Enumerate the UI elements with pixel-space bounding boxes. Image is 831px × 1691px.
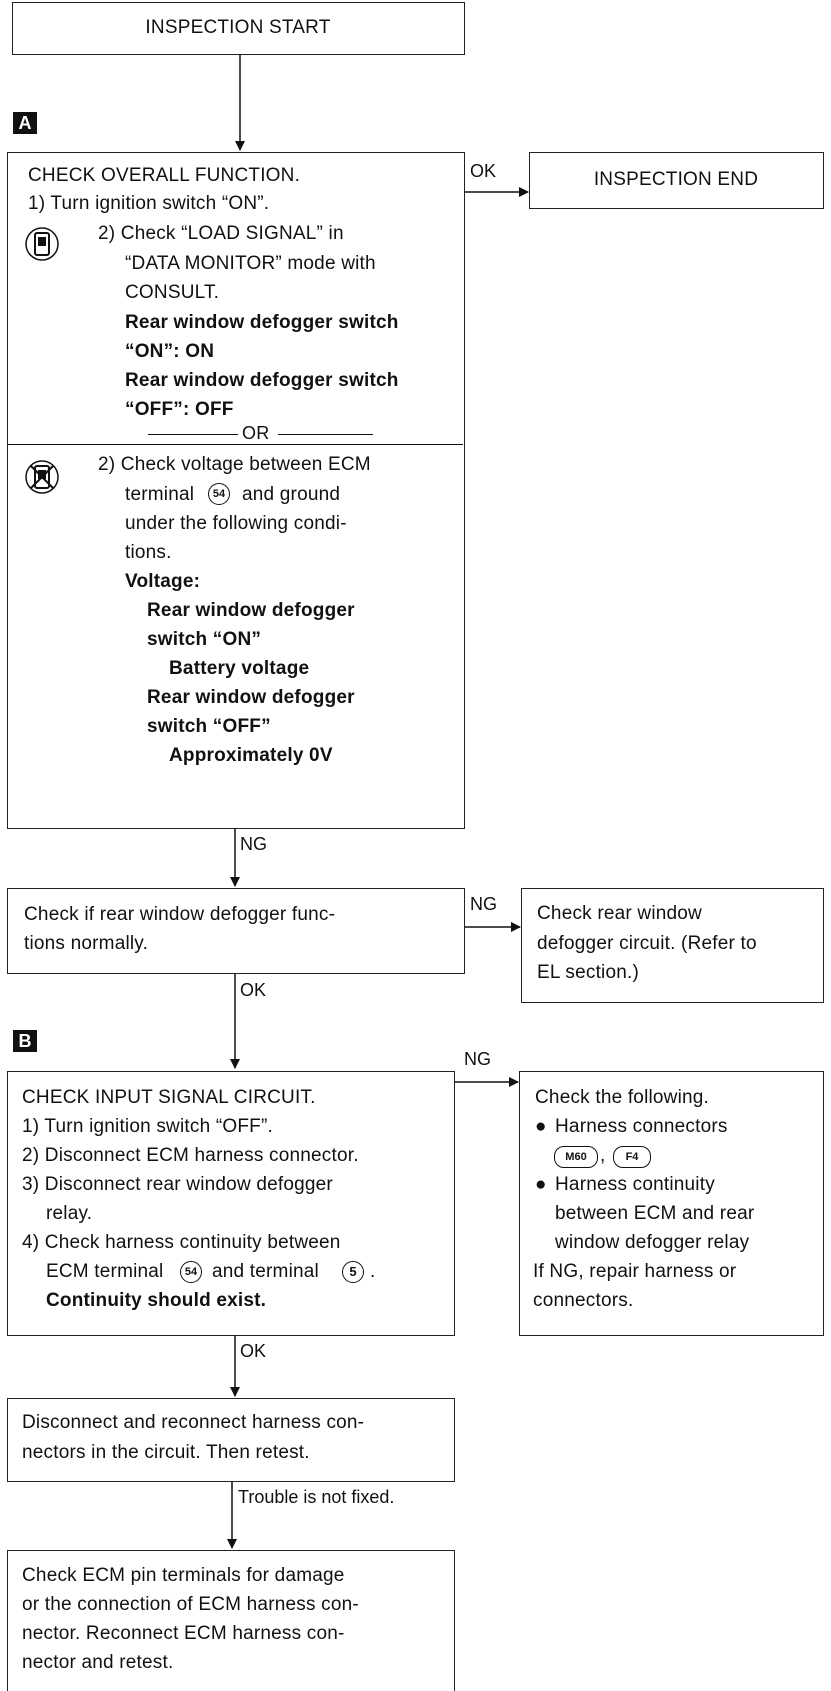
consult-line-1: 2) Check “LOAD SIGNAL” in [98,223,344,244]
no-consult-icon [25,460,59,494]
check-input-signal-box: CHECK INPUT SIGNAL CIRCUIT. 1) Turn igni… [7,1071,455,1336]
check-input-line-3: 3) Disconnect rear window defogger [22,1174,333,1195]
check-defogger-box: Check if rear window defogger func- tion… [7,888,465,974]
check-defogger-line-2: tions normally. [24,933,149,954]
final-line-2: or the connection of ECM harness con- [22,1594,359,1615]
or-divider-label: OR [242,423,270,443]
check-overall-function-box: CHECK OVERALL FUNCTION. 1) Turn ignition… [7,152,465,829]
check-input-line-4: relay. [46,1203,93,1224]
final-check-box: Check ECM pin terminals for damage or th… [7,1550,455,1691]
check-circuit-line-3: EL section.) [537,962,640,983]
or-divider-right [278,434,373,435]
voltage-bold-1: Voltage: [125,571,201,592]
consult-line-2: “DATA MONITOR” mode with [125,253,376,274]
check-input-title: CHECK INPUT SIGNAL CIRCUIT. [22,1087,316,1108]
reconnect-line-1: Disconnect and reconnect harness con- [22,1412,365,1433]
connector-f4-badge: F4 [613,1146,651,1168]
inspection-start-label: INSPECTION START [145,17,331,38]
check-input-line-1: 1) Turn ignition switch “OFF”. [22,1116,273,1137]
check-circuit-box: Check rear window defogger circuit. (Ref… [521,888,824,1003]
label-ng-2: NG [470,894,497,914]
consult-bold-1: Rear window defogger switch [125,312,399,333]
check-following-title: Check the following. [535,1087,710,1108]
check-circuit-line-2: defogger circuit. (Refer to [537,933,757,954]
label-ok-end: OK [470,161,497,181]
split-line [8,444,463,445]
consult-bold-3: Rear window defogger switch [125,370,399,391]
inspection-end-label: INSPECTION END [593,169,759,190]
label-ng-1: NG [240,834,267,854]
check-following-tail-1: If NG, repair harness or [533,1261,737,1282]
voltage-bold-7: Approximately 0V [169,745,333,766]
check-input-line-2: 2) Disconnect ECM harness connector. [22,1145,359,1166]
terminal-5-marker: 5 [342,1261,364,1283]
voltage-line-2a: terminal [125,484,195,505]
bullet-2: ● [535,1174,547,1195]
consult-bold-2: “ON”: ON [125,341,215,362]
label-not-fixed: Trouble is not fixed. [238,1487,395,1507]
label-ng-3: NG [464,1049,491,1069]
voltage-bold-5: Rear window defogger [147,687,355,708]
voltage-bold-2: Rear window defogger [147,600,355,621]
consult-line-3: CONSULT. [125,282,220,303]
consult-bold-4: “OFF”: OFF [125,399,234,420]
check-following-b1: Harness connectors [555,1116,728,1137]
section-a-marker: A [13,112,37,134]
connector-m60-badge: M60 [554,1146,598,1168]
final-line-3: nector. Reconnect ECM harness con- [22,1623,345,1644]
check-following-b2-3: window defogger relay [555,1232,750,1253]
bullet-1: ● [535,1116,547,1137]
voltage-line-4: tions. [125,542,172,563]
inspection-start-box: INSPECTION START [12,2,465,55]
check-following-tail-2: connectors. [533,1290,634,1311]
or-divider-left [148,434,238,435]
check-input-line-6b: and terminal [212,1261,319,1282]
terminal-54-marker: 54 [208,483,230,505]
inspection-end-box: INSPECTION END [529,152,824,209]
terminal-54-marker-b: 54 [180,1261,202,1283]
connector-comma: , [600,1145,606,1166]
check-following-box: Check the following. ● Harness connector… [519,1071,824,1336]
check-input-period: . [370,1261,376,1282]
check-circuit-line-1: Check rear window [537,903,702,924]
voltage-line-3: under the following condi- [125,513,347,534]
voltage-bold-3: switch “ON” [147,629,262,650]
check-following-b2-1: Harness continuity [555,1174,715,1195]
voltage-line-1: 2) Check voltage between ECM [98,454,371,475]
check-input-line-5: 4) Check harness continuity between [22,1232,341,1253]
section-b-marker: B [13,1030,37,1052]
label-ok-2: OK [240,980,267,1000]
check-overall-title: CHECK OVERALL FUNCTION. [28,165,301,186]
reconnect-line-2: nectors in the circuit. Then retest. [22,1442,310,1463]
voltage-bold-4: Battery voltage [169,658,310,679]
check-input-line-6a: ECM terminal [46,1261,164,1282]
check-following-b2-2: between ECM and rear [555,1203,755,1224]
final-line-4: nector and retest. [22,1652,174,1673]
consult-icon [25,227,59,261]
label-ok-3: OK [240,1341,267,1361]
final-line-1: Check ECM pin terminals for damage [22,1565,345,1586]
check-overall-step1: 1) Turn ignition switch “ON”. [28,193,270,214]
reconnect-box: Disconnect and reconnect harness con- ne… [7,1398,455,1482]
voltage-bold-6: switch “OFF” [147,716,271,737]
check-defogger-line-1: Check if rear window defogger func- [24,904,336,925]
check-input-bold: Continuity should exist. [46,1290,267,1311]
voltage-line-2b: and ground [242,484,341,505]
